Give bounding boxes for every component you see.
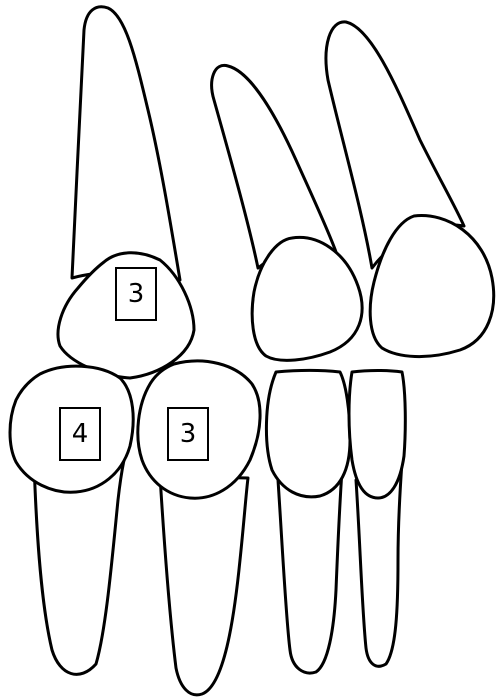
lower-central-incisor-crown [349,371,405,499]
lower-canine-root [160,476,248,695]
upper-canine-root [72,7,180,280]
lower-first-premolar-label: 4 [72,419,89,449]
lower-canine-label: 3 [180,419,197,449]
upper-lateral-incisor-crown [252,237,362,360]
upper-canine-label: 3 [128,279,145,309]
lower-lateral-incisor-root [278,470,342,673]
lower-lateral-incisor-crown [266,371,350,497]
upper-lateral-incisor-root [212,65,336,268]
